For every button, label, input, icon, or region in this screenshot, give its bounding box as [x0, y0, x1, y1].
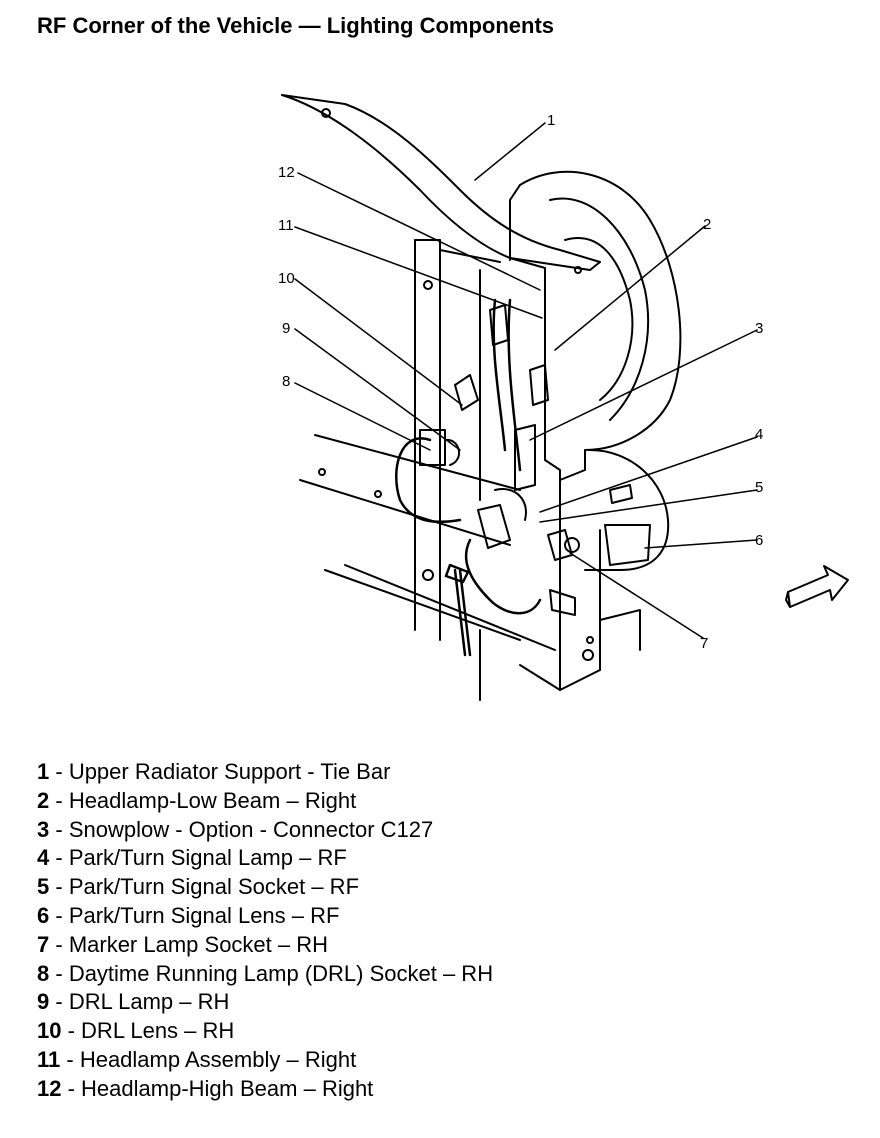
park-turn-socket	[477, 424, 536, 549]
snowplow-connector	[489, 304, 549, 406]
legend-item: 12 - Headlamp-High Beam – Right	[37, 1075, 374, 1101]
callout-12: 12	[278, 164, 295, 181]
callout-11: 11	[278, 217, 294, 234]
legend-item: 6 - Park/Turn Signal Lens – RF	[37, 902, 340, 928]
legend-item: 11 - Headlamp Assembly – Right	[37, 1046, 357, 1072]
direction-arrow-icon	[785, 565, 849, 608]
callout-2: 2	[703, 216, 711, 233]
drl-components	[419, 374, 479, 466]
tie-bar	[281, 94, 601, 301]
legend-item: 7 - Marker Lamp Socket – RH	[37, 931, 329, 957]
legend-item: 1 - Upper Radiator Support - Tie Bar	[37, 759, 391, 784]
component-legend: 1 - Upper Radiator Support - Tie Bar 2 -…	[37, 758, 493, 1104]
headlamp-housing	[509, 170, 682, 481]
callout-9: 9	[282, 320, 290, 337]
callout-4: 4	[755, 426, 763, 443]
lighting-components-diagram: 1 2 3 4 5 6 7 8 9 10 11 12	[278, 94, 849, 701]
callout-7: 7	[700, 635, 708, 652]
legend-item: 5 - Park/Turn Signal Socket – RF	[37, 874, 360, 900]
callout-6: 6	[755, 532, 763, 549]
legend-item: 8 - Daytime Running Lamp (DRL) Socket – …	[37, 960, 494, 986]
callout-3: 3	[755, 320, 763, 337]
callout-1: 1	[547, 112, 555, 129]
wiring-harness	[395, 298, 542, 657]
legend-item: 4 - Park/Turn Signal Lamp – RF	[37, 845, 347, 871]
leader-lines	[294, 122, 758, 639]
lamp-bracket	[479, 269, 641, 691]
callout-10: 10	[278, 270, 295, 287]
legend-item: 3 - Snowplow - Option - Connector C127	[37, 816, 434, 842]
legend-item: 10 - DRL Lens – RH	[37, 1018, 235, 1044]
callout-5: 5	[755, 479, 763, 496]
legend-item: 2 - Headlamp-Low Beam – Right	[37, 787, 357, 813]
page-title: RF Corner of the Vehicle — Lighting Comp…	[37, 13, 555, 38]
frame-rail	[299, 434, 556, 701]
legend-item: 9 - DRL Lamp – RH	[37, 989, 230, 1015]
park-turn-lens	[584, 449, 670, 571]
callout-8: 8	[282, 373, 290, 390]
